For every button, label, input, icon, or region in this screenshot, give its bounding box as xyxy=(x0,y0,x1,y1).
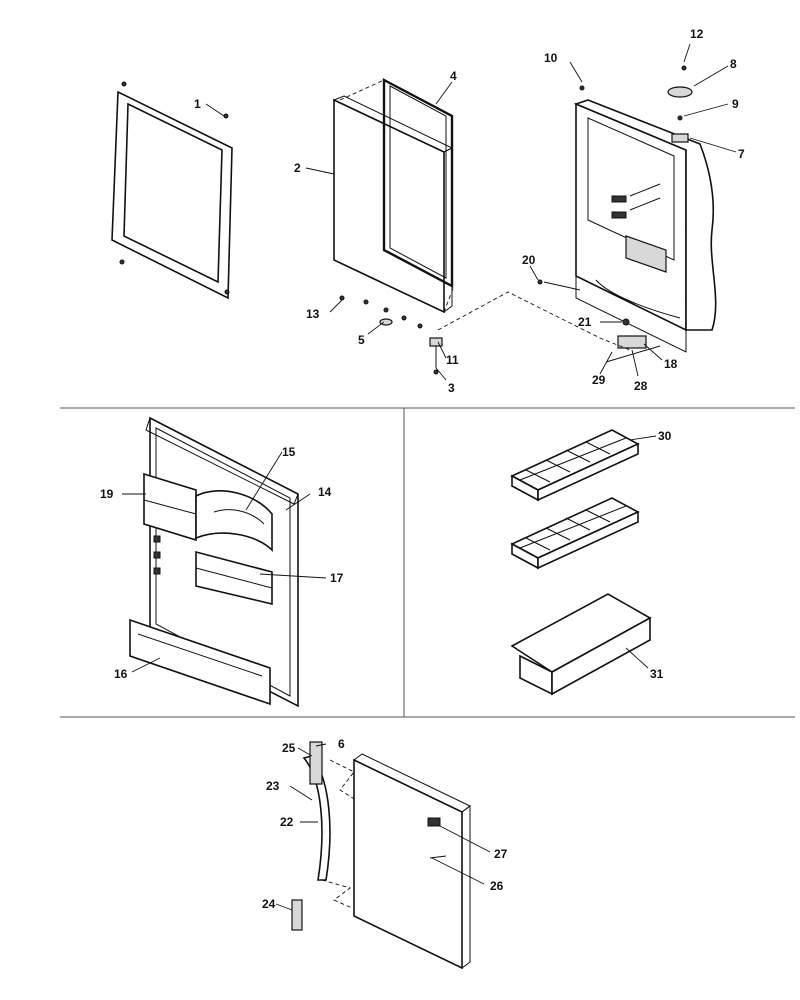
freezer-door-part xyxy=(353,753,471,970)
callout-17: 17 xyxy=(330,571,344,585)
callout-12: 12 xyxy=(690,27,704,41)
callout-15: 15 xyxy=(282,445,296,459)
door-shelf-bin-17 xyxy=(195,550,273,606)
door-shelf-bin-19 xyxy=(143,472,197,542)
callout-31: 31 xyxy=(650,667,664,681)
callout-3: 3 xyxy=(448,381,455,395)
callout-30: 30 xyxy=(658,429,672,443)
callout-21: 21 xyxy=(578,315,592,329)
callout-18: 18 xyxy=(664,357,678,371)
callout-9: 9 xyxy=(732,97,739,111)
callout-5: 5 xyxy=(358,333,365,347)
cover-8 xyxy=(667,86,693,98)
screw-10 xyxy=(579,85,585,91)
screw-12 xyxy=(681,65,687,71)
callout-16: 16 xyxy=(114,667,128,681)
callout-22: 22 xyxy=(280,815,294,829)
door-gasket-part xyxy=(382,78,454,288)
dairy-door-15 xyxy=(195,490,273,552)
callout-13: 13 xyxy=(306,307,320,321)
callout-26: 26 xyxy=(490,879,504,893)
screw-20 xyxy=(537,279,543,285)
callout-labels: 1 2 3 4 5 6 7 8 9 10 11 12 13 14 15 16 1… xyxy=(100,27,745,911)
bottom-hinge-part xyxy=(429,337,443,375)
callout-28: 28 xyxy=(634,379,648,393)
ice-bin-31 xyxy=(510,593,652,696)
callout-27: 27 xyxy=(494,847,508,861)
callout-2: 2 xyxy=(294,161,301,175)
door-handle-22 xyxy=(291,741,331,931)
callout-11: 11 xyxy=(446,353,459,367)
door-bottom-bin-16 xyxy=(129,618,271,706)
callout-20: 20 xyxy=(522,253,536,267)
callout-1: 1 xyxy=(194,97,201,111)
ice-tray-lower xyxy=(510,497,640,570)
callout-19: 19 xyxy=(100,487,114,501)
screw-9 xyxy=(677,115,683,121)
callout-4: 4 xyxy=(450,69,457,83)
callout-29: 29 xyxy=(592,373,606,387)
callout-23: 23 xyxy=(266,779,280,793)
callout-7: 7 xyxy=(738,147,745,161)
hinge-7 xyxy=(671,133,689,143)
cabinet-part xyxy=(573,99,717,353)
leader-lines xyxy=(122,43,737,911)
callout-10: 10 xyxy=(544,51,558,65)
door-panel-part xyxy=(332,95,454,329)
callout-6: 6 xyxy=(338,737,345,751)
callout-25: 25 xyxy=(282,741,296,755)
callout-14: 14 xyxy=(318,485,332,499)
callout-24: 24 xyxy=(262,897,276,911)
door-frame-part xyxy=(111,81,233,300)
ice-tray-upper-30 xyxy=(510,429,640,502)
callout-8: 8 xyxy=(730,57,737,71)
